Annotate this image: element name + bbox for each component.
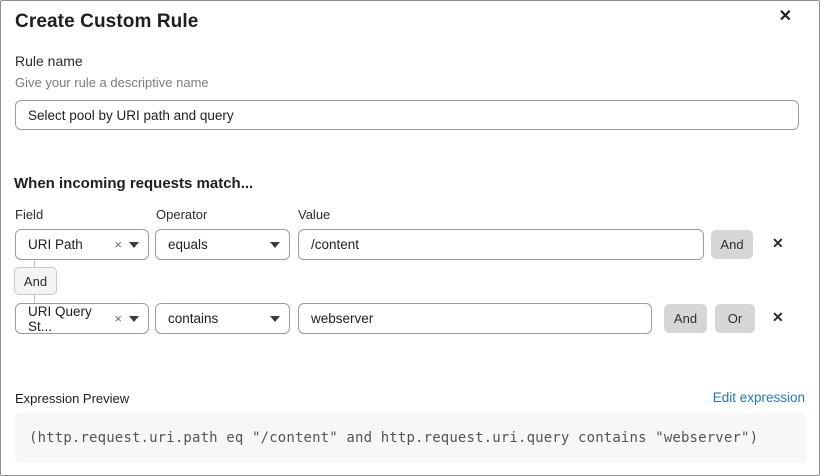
expression-preview-label: Expression Preview <box>15 391 130 406</box>
value-input-row1[interactable] <box>298 229 704 260</box>
value-column-label: Value <box>298 207 331 222</box>
clear-icon[interactable]: × <box>114 311 122 326</box>
value-input-row2[interactable] <box>298 303 652 334</box>
expression-code-block: (http.request.uri.path eq "/content" and… <box>15 413 807 463</box>
operator-select-row2-controls <box>270 315 280 322</box>
field-select-row2-value: URI Query St... <box>28 303 92 334</box>
operator-select-row1[interactable]: equals <box>155 229 290 260</box>
field-select-row2-controls: × <box>114 312 139 325</box>
close-icon[interactable]: ✕ <box>778 8 792 25</box>
chevron-down-icon <box>270 315 280 322</box>
field-column-label: Field <box>15 207 44 222</box>
chevron-down-icon <box>129 241 139 248</box>
connector-line-bottom <box>34 295 35 303</box>
remove-row1-icon[interactable]: ✕ <box>772 235 784 251</box>
operator-select-row1-value: equals <box>168 237 208 252</box>
operator-column-label: Operator <box>156 207 208 222</box>
connector-line-top <box>34 260 35 267</box>
and-button-row1[interactable]: And <box>711 230 753 259</box>
chevron-down-icon <box>270 241 280 248</box>
operator-select-row2[interactable]: contains <box>155 303 290 334</box>
connector-and-badge: And <box>14 267 57 295</box>
match-heading: When incoming requests match... <box>14 175 254 192</box>
operator-select-row1-controls <box>270 241 280 248</box>
edit-expression-link[interactable]: Edit expression <box>712 390 805 405</box>
clear-icon[interactable]: × <box>114 237 122 252</box>
field-select-row1-controls: × <box>114 238 139 251</box>
rule-name-hint: Give your rule a descriptive name <box>15 75 209 90</box>
field-select-row1-value: URI Path <box>28 237 83 252</box>
and-button-row2[interactable]: And <box>664 304 707 333</box>
dialog-title: Create Custom Rule <box>15 11 199 32</box>
expression-code: (http.request.uri.path eq "/content" and… <box>29 430 759 446</box>
chevron-down-icon <box>129 315 139 322</box>
rule-name-label: Rule name <box>15 53 83 69</box>
or-button-row2[interactable]: Or <box>715 304 755 333</box>
field-select-row1[interactable]: URI Path × <box>15 229 149 260</box>
field-select-row2[interactable]: URI Query St... × <box>15 303 149 334</box>
operator-select-row2-value: contains <box>168 311 219 326</box>
remove-row2-icon[interactable]: ✕ <box>772 309 784 325</box>
rule-name-input[interactable] <box>15 100 799 130</box>
